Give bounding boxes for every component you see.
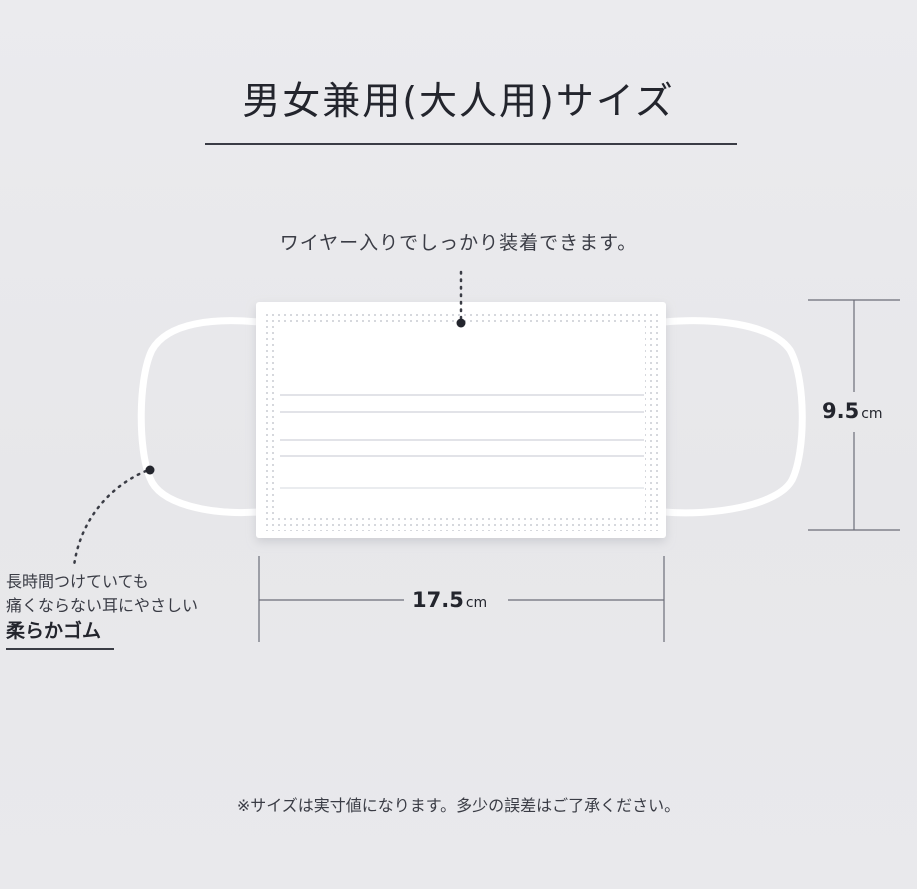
ear-callout-dot <box>145 465 155 475</box>
ear-loop-note-line1: 長時間つけていても <box>6 572 149 591</box>
width-unit: cm <box>465 595 488 611</box>
ear-loop-note-line2: 痛くならない耳にやさしい <box>6 596 199 615</box>
height-unit: cm <box>861 406 883 422</box>
page-title: 男女兼用(大人用)サイズ <box>242 79 675 123</box>
ear-loop-note-highlight: 柔らかゴム <box>6 620 102 642</box>
ear-callout-line <box>72 469 148 568</box>
ear-loop-note-underline <box>6 648 114 650</box>
right-ear-loop <box>660 317 806 517</box>
title-underline <box>205 143 737 145</box>
size-disclaimer-note: ※サイズは実寸値になります。多少の誤差はご了承ください。 <box>236 796 681 815</box>
height-value: 9.5 <box>822 399 860 423</box>
wire-callout-dot <box>456 318 466 328</box>
width-value: 17.5 <box>412 588 464 612</box>
wire-feature-note: ワイヤー入りでしっかり装着できます。 <box>279 232 638 254</box>
mask-body <box>256 302 666 538</box>
left-ear-loop <box>137 317 262 516</box>
